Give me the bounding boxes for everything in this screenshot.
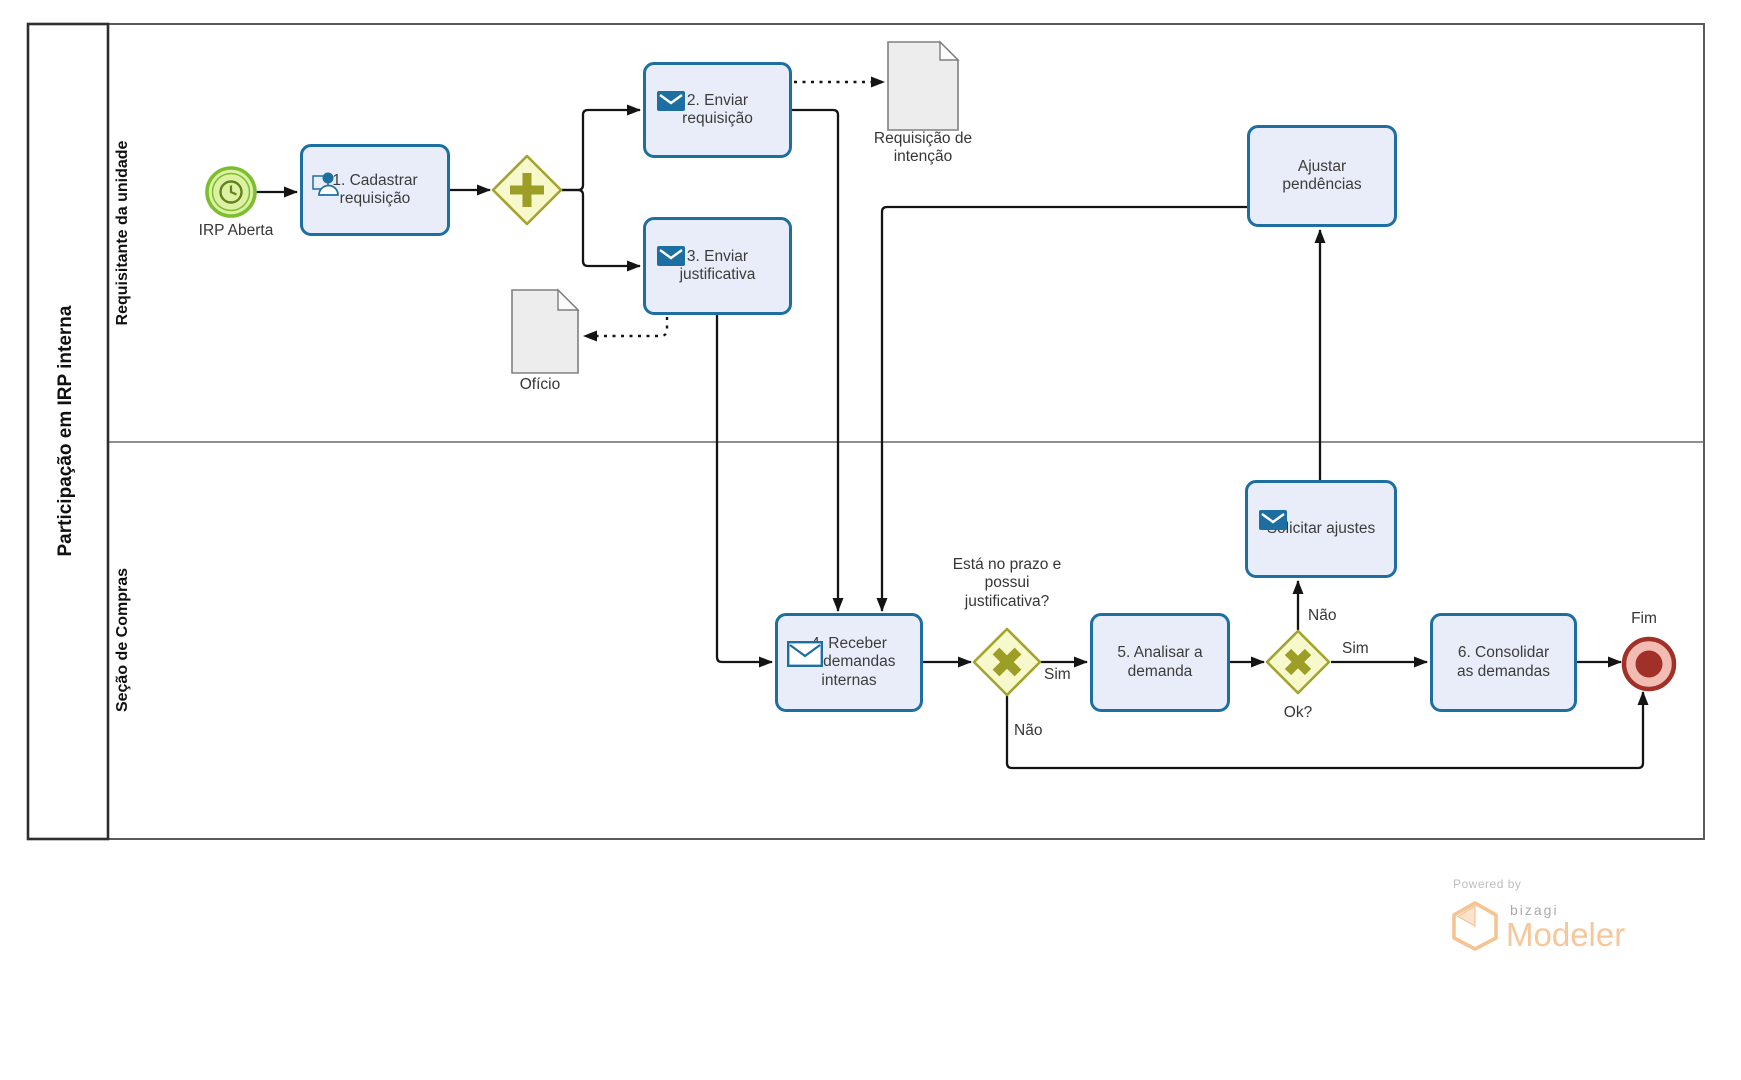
flow-task3-to-task4 — [715, 315, 773, 668]
powered-by-label: Powered by — [1453, 877, 1522, 891]
pool-title: Participação em IRP interna — [55, 305, 76, 557]
data-associations — [583, 76, 885, 342]
task-ajustar-pendencias: Ajustar pendências — [1247, 125, 1397, 227]
lane-label-secao-compras: Seção de Compras — [114, 567, 131, 713]
plus-icon — [510, 173, 544, 207]
end-event — [1621, 636, 1677, 692]
task-enviar-justificativa: 3. Enviar justificativa — [643, 217, 792, 315]
task-label: 2. Enviar requisição — [682, 91, 753, 127]
exclusive-gateway-ok — [1265, 629, 1331, 695]
parallel-gateway — [491, 154, 563, 226]
flow-task2-to-task4 — [792, 108, 844, 612]
flow-gateway1-nao-to-end — [1005, 691, 1649, 770]
modeler-product-label: Modeler — [1506, 916, 1626, 953]
end-event-label: Fim — [1631, 610, 1657, 627]
bizagi-box-icon — [1450, 900, 1500, 957]
task-label: 6. Consolidar as demandas — [1456, 644, 1551, 680]
document-oficio — [511, 288, 580, 374]
task-label: Ajustar pendências — [1282, 157, 1362, 193]
x-icon — [1284, 648, 1312, 676]
pool-title-column — [26, 22, 110, 841]
task-receber-demandas: 4. Receber as demandas internas — [775, 613, 923, 712]
task-label: 3. Enviar justificativa — [679, 247, 756, 283]
task-label: 5. Analisar a demanda — [1117, 644, 1203, 680]
gateway1-sim-label: Sim — [1044, 666, 1071, 683]
task-analisar-demanda: 5. Analisar a demanda — [1090, 613, 1230, 712]
document-label-requisicao: Requisição de intenção — [873, 130, 973, 166]
send-message-icon — [1259, 492, 1287, 536]
gateway2-label: Ok? — [1283, 704, 1313, 721]
user-icon — [310, 150, 342, 206]
exclusive-gateway-prazo — [972, 627, 1042, 697]
task-solicitar-ajustes: Solicitar ajustes — [1245, 480, 1397, 578]
start-timer-event — [205, 166, 257, 218]
association-task3-to-oficio-doc — [583, 317, 669, 342]
task-enviar-requisicao: 2. Enviar requisição — [643, 62, 792, 158]
lane-label-requisitante: Requisitante da unidade — [114, 140, 131, 326]
flow-gateway-to-task3 — [561, 188, 641, 272]
flow-ajustar-to-task4 — [876, 205, 1247, 612]
send-message-icon — [657, 73, 685, 117]
document-label-oficio: Ofício — [519, 376, 561, 393]
receive-message-icon — [787, 623, 823, 673]
document-requisicao-de-intencao — [887, 40, 960, 131]
gateway1-question-label: Está no prazo e possui justificativa? — [952, 556, 1062, 610]
gateway2-sim-label: Sim — [1342, 640, 1369, 657]
start-event-label: IRP Aberta — [198, 222, 274, 239]
task-cadastrar-requisicao: 1. Cadastrar requisição — [300, 144, 450, 236]
task-label: 1. Cadastrar requisição — [332, 171, 418, 207]
gateway1-nao-label: Não — [1014, 722, 1043, 739]
flow-gateway-to-task2 — [561, 104, 641, 192]
send-message-icon — [657, 228, 685, 272]
gateway2-nao-label: Não — [1308, 607, 1337, 624]
bizagi-brand-label: bizagi — [1510, 902, 1559, 918]
clock-icon — [219, 180, 243, 204]
sequence-flows — [256, 104, 1649, 770]
x-icon — [992, 647, 1022, 677]
task-consolidar-demandas: 6. Consolidar as demandas — [1430, 613, 1577, 712]
